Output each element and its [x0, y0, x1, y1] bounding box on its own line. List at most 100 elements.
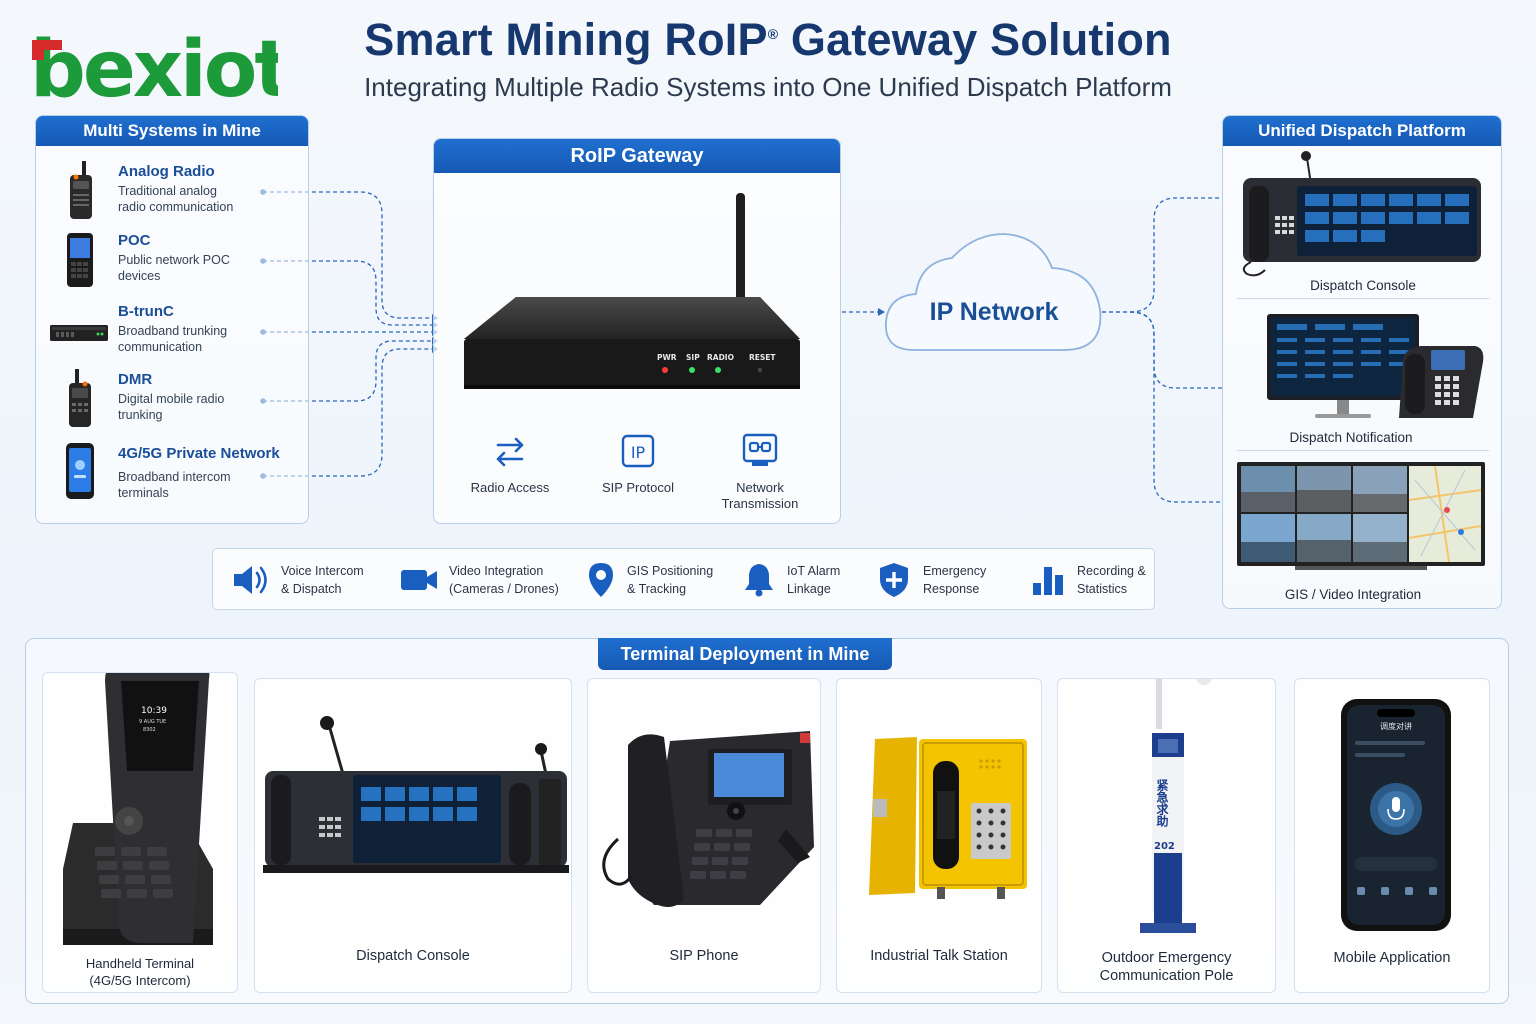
terminal-sip-phone[interactable]: SIP Phone [587, 678, 821, 993]
system-item-private-network[interactable]: 4G/5G Private Network Broadband intercom… [36, 443, 310, 509]
page-title: Smart Mining RoIP® Gateway Solution [320, 14, 1216, 66]
registered-mark: ® [767, 26, 779, 42]
network-icon [742, 433, 778, 466]
poc-phone-icon [67, 233, 93, 287]
capability-video-integration: Video Integration(Cameras / Drones) [399, 549, 569, 611]
speaker-icon [234, 566, 267, 594]
separator [1237, 450, 1489, 451]
capability-label: Voice Intercom& Dispatch [281, 564, 364, 596]
led-label-radio: RADIO [707, 353, 734, 362]
capability-label: Video Integration(Cameras / Drones) [449, 564, 559, 596]
led-radio [715, 367, 721, 373]
capability-label: Recording &Statistics [1077, 564, 1146, 596]
bar-chart-icon [1033, 567, 1063, 595]
sip-phone-image [602, 731, 814, 907]
system-title: DMR [118, 371, 153, 388]
system-item-analog-radio[interactable]: Analog Radio Traditional analog radio co… [36, 161, 310, 227]
page-title-text: Smart Mining RoIP® Gateway Solution [364, 14, 1172, 65]
reset-button[interactable] [757, 367, 763, 373]
smartphone-icon [66, 443, 94, 499]
feature-network-transmission: Network Transmission [700, 431, 820, 512]
unified-dispatch-panel: Unified Dispatch Platform Dispatch Conso… [1222, 115, 1502, 609]
gis-video-caption: GIS / Video Integration [1284, 587, 1422, 602]
gateway-title: RoIP Gateway [434, 139, 840, 173]
terminal-deployment-title: Terminal Deployment in Mine [598, 638, 892, 670]
separator [1237, 298, 1489, 299]
bell-icon [745, 564, 773, 597]
pole-text: 紧急求助 [1155, 778, 1169, 828]
led-label-sip: SIP [686, 353, 700, 362]
terminal-handheld[interactable]: 10:39 9 AUG TUE 8302 Handheld Terminal(4… [42, 672, 238, 993]
video-camera-icon [401, 570, 437, 590]
system-item-btrunc[interactable]: B-trunC Broadband trunking communication [36, 301, 310, 367]
terminal-mobile-application[interactable]: 调度对讲 Mobile Application [1294, 678, 1490, 993]
handheld-screen-id: 8302 [143, 727, 156, 733]
antenna-icon [736, 193, 745, 323]
system-title: POC [118, 232, 151, 249]
connector-console [1102, 197, 1222, 313]
capability-recording-statistics: Recording &Statistics [1031, 549, 1151, 611]
connector-gis [1129, 311, 1222, 503]
terminal-dispatch-console[interactable]: Dispatch Console [254, 678, 572, 993]
capability-label: GIS Positioning& Tracking [627, 564, 714, 596]
shield-plus-icon [880, 563, 908, 597]
terminal-label: Dispatch Console [356, 948, 470, 964]
emergency-pole-image: 紧急求助 202 [1140, 679, 1212, 933]
svg-text:紧急求助: 紧急求助 [1155, 778, 1169, 828]
feature-sip-protocol: IP SIP Protocol [578, 431, 698, 496]
terminal-label: Handheld Terminal(4G/5G Intercom) [85, 956, 195, 988]
terminal-industrial-talk-station[interactable]: Industrial Talk Station [836, 678, 1042, 993]
handheld-screen-time: 10:39 [141, 706, 167, 716]
system-title: Analog Radio [118, 163, 215, 180]
dispatch-console-image [1242, 151, 1481, 277]
dispatch-notification-caption: Dispatch Notification [1289, 430, 1413, 445]
app-title: 调度对讲 [1380, 721, 1412, 731]
system-item-poc[interactable]: POC Public network POC devices [36, 230, 310, 296]
handheld-screen-date: 9 AUG TUE [139, 719, 166, 725]
dispatch-console-terminal-image [263, 716, 569, 873]
sip-glyph: IP [631, 443, 646, 462]
system-desc: Broadband intercom terminals [118, 470, 231, 500]
unified-dispatch-title: Unified Dispatch Platform [1223, 116, 1501, 146]
multi-systems-panel: Multi Systems in Mine Analog Radio Tradi… [35, 115, 309, 524]
walkie-talkie-icon [70, 161, 92, 219]
multi-systems-title: Multi Systems in Mine [36, 116, 308, 146]
terminal-label: Industrial Talk Station [870, 948, 1008, 964]
ip-network-label: IP Network [929, 298, 1059, 326]
led-label-reset: RESET [749, 353, 776, 362]
capability-bar: Voice Intercom& Dispatch Video Integrati… [212, 548, 1155, 610]
system-title: B-trunC [118, 303, 174, 320]
location-pin-icon [589, 563, 613, 597]
mobile-app-image: 调度对讲 [1341, 699, 1451, 931]
terminal-label: Mobile Application [1333, 950, 1451, 966]
dispatch-console-caption: Dispatch Console [1310, 278, 1416, 293]
system-desc: Traditional analog radio communication [118, 184, 234, 214]
rack-unit-icon [50, 325, 108, 341]
handheld-terminal-image: 10:39 9 AUG TUE 8302 [63, 673, 213, 945]
roip-gateway-device: PWR SIP RADIO RESET [464, 193, 800, 389]
system-desc: Broadband trunking communication [118, 324, 228, 354]
connector-notification [1102, 311, 1222, 389]
system-desc: Digital mobile radio trunking [118, 392, 225, 422]
feature-radio-access: Radio Access [450, 431, 570, 496]
feature-label: SIP Protocol [601, 480, 675, 495]
radio-access-icon [496, 437, 524, 467]
ip-network-cloud [885, 233, 1102, 351]
system-desc: Public network POC devices [118, 253, 230, 283]
system-title: 4G/5G Private Network [118, 445, 280, 462]
terminal-label: SIP Phone [669, 948, 739, 964]
led-label-pwr: PWR [657, 353, 677, 362]
feature-label: Radio Access [470, 480, 550, 495]
microphone-icon[interactable] [1392, 797, 1400, 812]
system-item-dmr[interactable]: DMR Digital mobile radio trunking [36, 369, 310, 435]
capability-gis-positioning: GIS Positioning& Tracking [585, 549, 735, 611]
dispatch-notification-image [1267, 314, 1484, 418]
logo-text: bexiot [30, 25, 278, 108]
feature-label: Network Transmission [721, 480, 799, 511]
pole-number: 202 [1154, 841, 1175, 852]
